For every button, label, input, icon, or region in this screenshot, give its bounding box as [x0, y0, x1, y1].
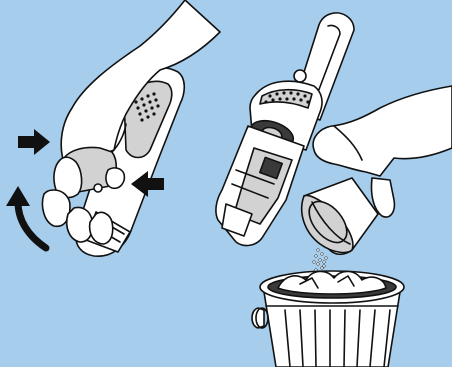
dust-speck [325, 257, 328, 260]
dust-speck [321, 253, 324, 256]
dust-speck [313, 261, 316, 264]
dust-speck [317, 263, 320, 266]
dust-speck [315, 255, 318, 258]
trash-bin-icon [252, 271, 404, 367]
dust-speck [323, 265, 326, 268]
dust-speck [317, 249, 320, 252]
dust-speck [319, 259, 322, 262]
dust-speck [323, 261, 326, 264]
